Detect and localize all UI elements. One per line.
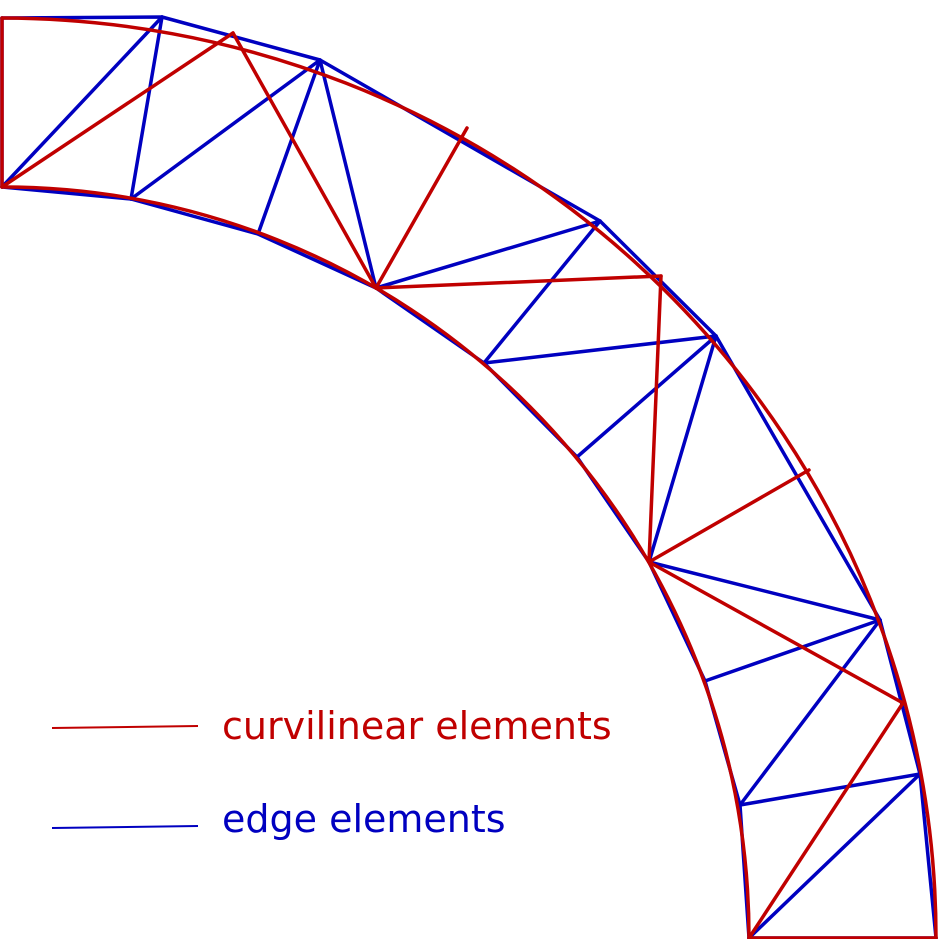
edge-elements-mesh — [0, 15, 938, 939]
edge-diagonal — [575, 334, 718, 459]
edge-outer-boundary — [0, 15, 938, 939]
curvilinear-edge — [374, 126, 469, 290]
edge-diagonal — [482, 219, 602, 365]
legend-item-edge: edge elements — [51, 797, 506, 841]
curvilinear-edge — [647, 468, 811, 564]
edge-diagonal — [647, 334, 718, 564]
edge-diagonal — [256, 58, 322, 236]
edge-diagonal — [703, 618, 882, 683]
edge-diagonal — [482, 334, 718, 365]
edge-diagonal — [129, 15, 164, 201]
legend-item-curvilinear: curvilinear elements — [51, 704, 612, 748]
legend-label-curvilinear: curvilinear elements — [222, 704, 612, 748]
curvilinear-edge — [374, 274, 663, 290]
edge-diagonal — [738, 618, 882, 807]
edge-diagonal — [738, 772, 922, 807]
legend-label-edge: edge elements — [222, 797, 506, 841]
legend-swatch-blue — [51, 825, 199, 829]
curvilinear-edge — [647, 560, 905, 705]
curvilinear-elements-mesh — [0, 16, 938, 939]
edge-diagonal — [0, 15, 164, 189]
curvilinear-edge — [647, 274, 663, 564]
edge-diagonal — [129, 58, 322, 201]
curvilinear-inner-boundary — [0, 185, 751, 939]
legend-swatch-red — [51, 725, 199, 729]
edge-diagonal — [318, 58, 378, 290]
curvilinear-edge — [0, 31, 235, 189]
curvilinear-outer-boundary — [0, 16, 938, 939]
edge-diagonal — [747, 772, 922, 939]
curvilinear-edge — [747, 701, 905, 939]
edge-diagonal — [647, 560, 882, 622]
legend: curvilinear elements edge elements — [51, 704, 612, 841]
curvilinear-edge — [231, 31, 378, 290]
edge-diagonal — [374, 219, 602, 290]
